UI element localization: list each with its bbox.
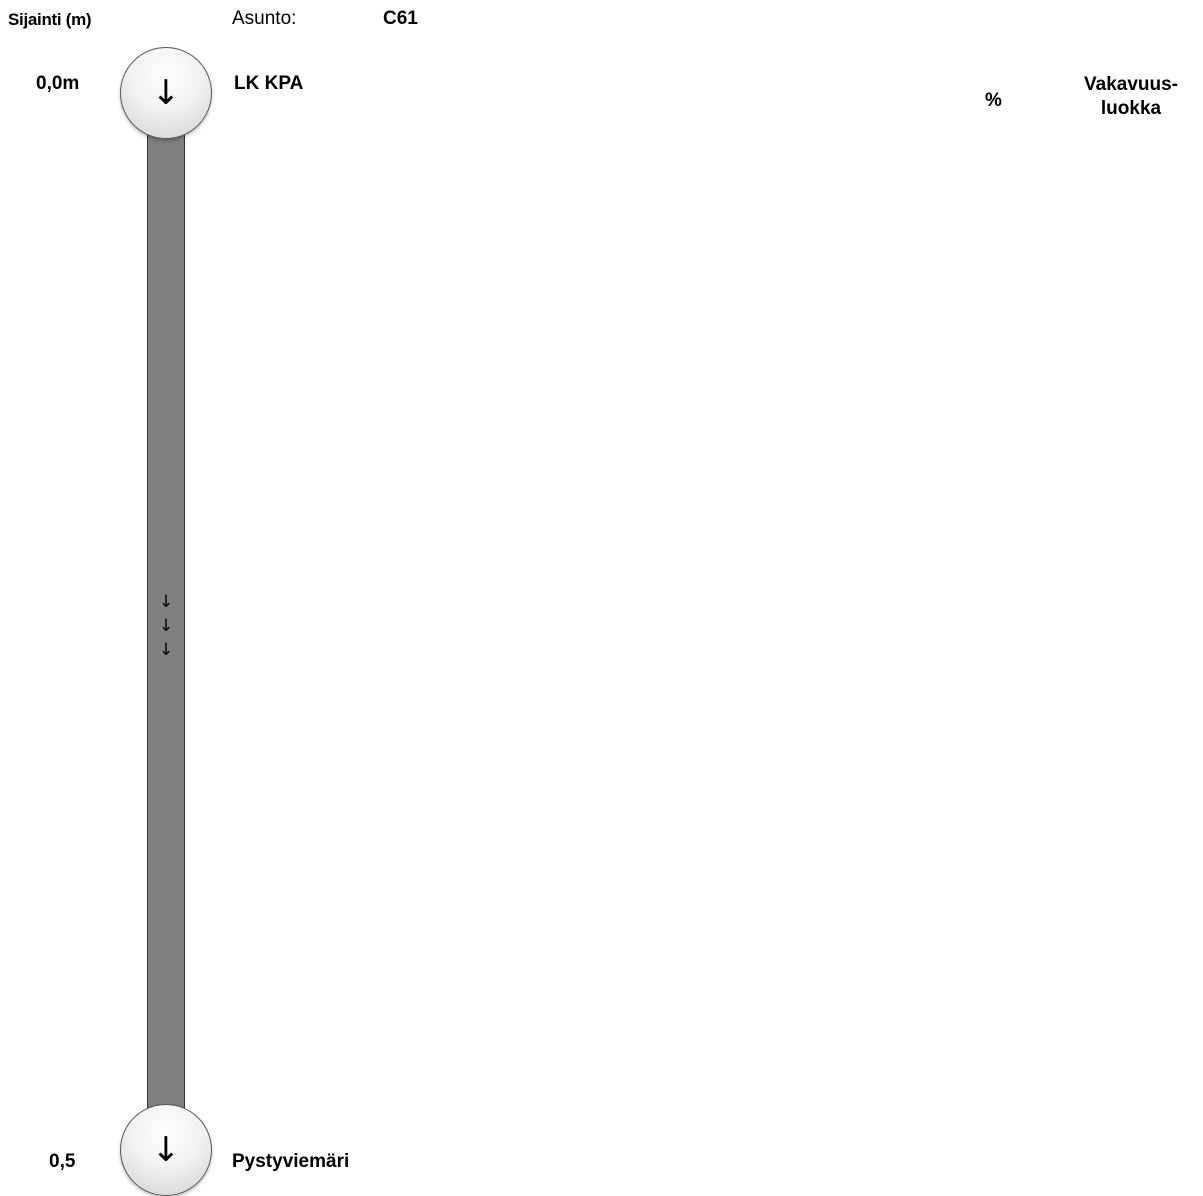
node-name-end: Pystyviemäri — [232, 1151, 350, 1172]
flow-arrow-icon: ↓ — [158, 592, 174, 612]
severity-class-column-header: Vakavuus- luokka — [1084, 74, 1178, 119]
percent-column-header: % — [985, 90, 1002, 111]
apartment-label: Asunto: — [232, 8, 297, 29]
apartment-value: C61 — [383, 8, 418, 29]
flow-direction-arrows: ↓ ↓ ↓ — [152, 590, 180, 662]
node-end[interactable]: ↓ — [120, 1104, 212, 1196]
flow-arrow-icon: ↓ — [158, 616, 174, 636]
down-arrow-icon: ↓ — [151, 73, 181, 113]
node-position-start: 0,0m — [36, 73, 80, 94]
node-position-end: 0,5 — [49, 1151, 76, 1172]
down-arrow-icon: ↓ — [151, 1130, 181, 1170]
node-start[interactable]: ↓ — [120, 47, 212, 139]
node-name-start: LK KPA — [234, 73, 304, 94]
flow-arrow-icon: ↓ — [158, 640, 174, 660]
pipe-segment — [147, 120, 185, 1130]
location-column-header: Sijainti (m) — [8, 10, 92, 29]
